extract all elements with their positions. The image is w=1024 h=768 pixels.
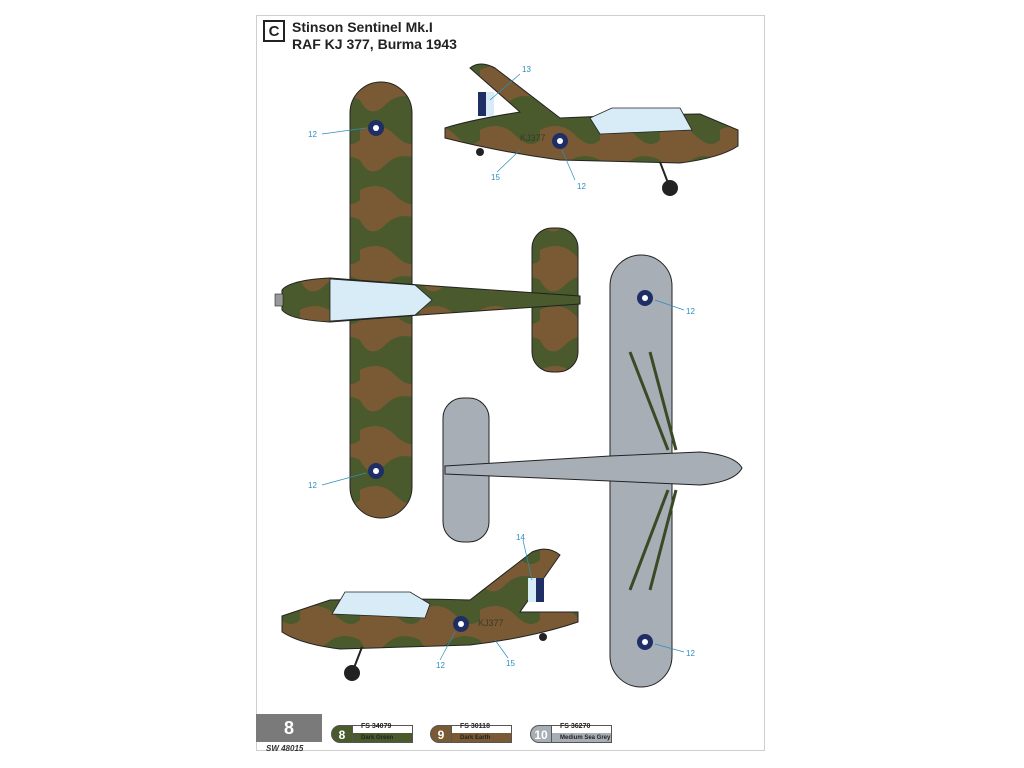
- swatch-name: Dark Green: [361, 735, 394, 741]
- swatch-fs: FS 34079: [361, 723, 392, 730]
- swatch-number: 8: [331, 725, 353, 743]
- swatch-name: Dark Earth: [460, 735, 491, 741]
- callout-13: 13: [522, 65, 531, 74]
- callout-12: 12: [686, 307, 695, 316]
- page-number: 8: [256, 714, 322, 742]
- callout-15: 15: [491, 173, 500, 182]
- swatch-number: 9: [430, 725, 452, 743]
- side-view-upper: KJ377: [444, 63, 739, 196]
- side-view-lower: KJ377: [281, 548, 579, 681]
- top-canopy: [329, 278, 433, 322]
- callout-12: 12: [436, 661, 445, 670]
- top-view: [274, 81, 581, 519]
- bottom-fuselage: [444, 451, 743, 486]
- callout-14: 14: [516, 533, 525, 542]
- aircraft-subtitle: RAF KJ 377, Burma 1943: [292, 36, 457, 52]
- swatch-name: Medium Sea Grey: [560, 735, 611, 741]
- swatch-fs: FS 30118: [460, 723, 490, 730]
- callout-leaders: [321, 73, 685, 661]
- swatch-number: 10: [530, 725, 552, 743]
- product-code: SW 48015: [266, 744, 304, 753]
- scheme-badge: C: [263, 20, 285, 42]
- callout-15: 15: [506, 659, 515, 668]
- callout-12: 12: [686, 649, 695, 658]
- callout-12: 12: [308, 481, 317, 490]
- registration-upper: KJ377: [520, 133, 546, 143]
- side-canopy-upper: [589, 107, 693, 135]
- side-canopy-lower: [331, 591, 431, 619]
- callout-12: 12: [577, 182, 586, 191]
- registration-lower: KJ377: [478, 618, 504, 628]
- callout-12: 12: [308, 130, 317, 139]
- aircraft-title: Stinson Sentinel Mk.I: [292, 19, 433, 35]
- swatch-fs: FS 36270: [560, 723, 591, 730]
- bottom-view: [442, 254, 743, 688]
